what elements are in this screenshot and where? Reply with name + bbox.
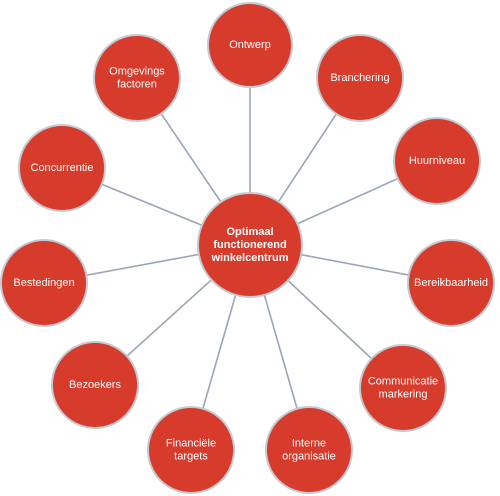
node-ontwerp-label-line: Ontwerp (229, 39, 271, 51)
node-circle-concurrentie (18, 124, 106, 212)
node-concurrentie-label-line: Concurrentie (31, 162, 94, 174)
node-circle-omgevingsfactoren (93, 34, 181, 122)
node-circle-ontwerp (207, 2, 293, 88)
node-circle-interne-organisatie (265, 406, 353, 494)
node-circle-bestedingen (0, 239, 88, 327)
node-interne-organisatie-label-line: Interne (292, 438, 326, 450)
node-bestedingen-label-line: Bestedingen (13, 277, 74, 289)
node-bereikbaarheid-label-line: Bereikbaarheid (414, 277, 488, 289)
center-circle (197, 192, 303, 298)
node-omgevingsfactoren-label-line: factoren (117, 79, 157, 91)
node-circle-bereikbaarheid (407, 239, 495, 327)
node-branchering: Branchering (316, 34, 404, 122)
node-communicatie-markering-label-line: Communicatie (368, 376, 438, 388)
node-concurrentie: Concurrentie (18, 124, 106, 212)
node-branchering-label-line: Branchering (330, 72, 389, 84)
node-huurniveau: Huurniveau (393, 117, 481, 205)
node-bereikbaarheid: Bereikbaarheid (407, 239, 495, 327)
node-interne-organisatie-label-line: organisatie (282, 451, 336, 463)
node-circle-huurniveau (393, 117, 481, 205)
node-circle-financiele-targets (147, 406, 235, 494)
node-circle-bezoekers (51, 341, 139, 429)
center-label-line: functionerend (213, 239, 286, 251)
node-financiele-targets-label-line: targets (174, 451, 208, 463)
node-circle-communicatie-markering (359, 344, 447, 432)
center-label-line: winkelcentrum (210, 252, 288, 264)
node-bezoekers-label-line: Bezoekers (69, 379, 121, 391)
node-bezoekers: Bezoekers (51, 341, 139, 429)
node-circle-branchering (316, 34, 404, 122)
center-label-line: Optimaal (226, 226, 273, 238)
node-communicatie-markering-label-line: markering (379, 389, 428, 401)
node-ontwerp: Ontwerp (207, 2, 293, 88)
node-omgevingsfactoren-label-line: Omgevings (109, 66, 165, 78)
node-financiele-targets-label-line: Financiële (166, 438, 216, 450)
node-huurniveau-label-line: Huurniveau (409, 155, 465, 167)
node-bestedingen: Bestedingen (0, 239, 88, 327)
